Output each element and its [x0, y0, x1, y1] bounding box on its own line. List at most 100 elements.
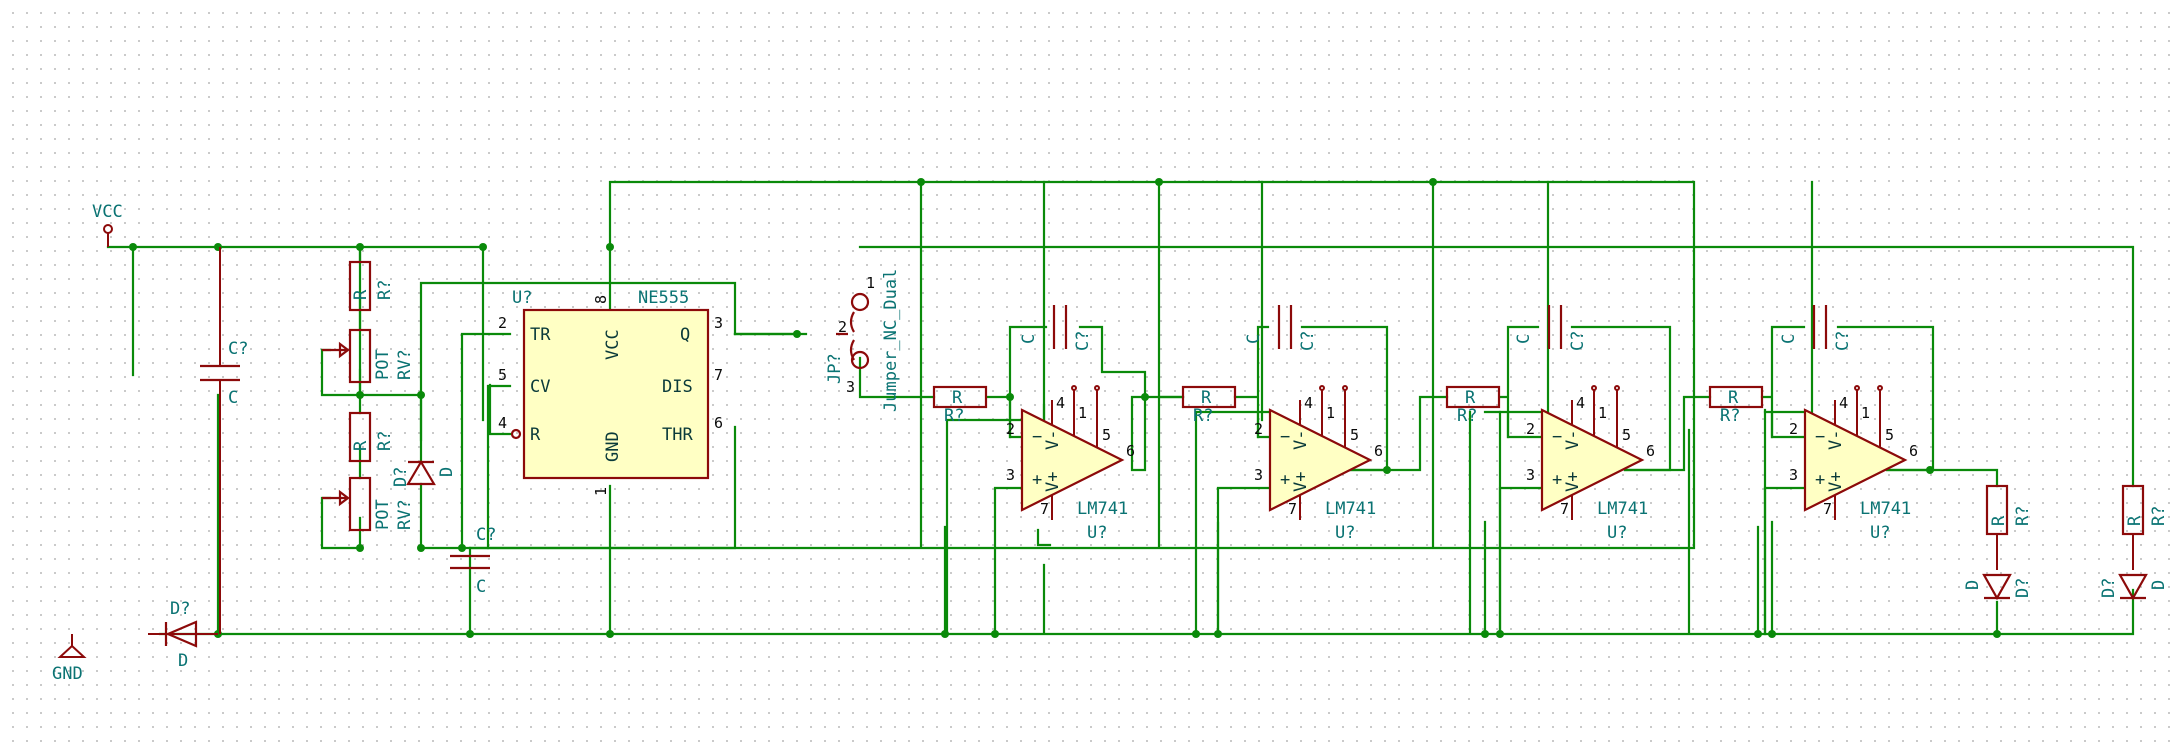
ne555-timer[interactable]: U? NE555 TR CV R Q DIS THR VCC GND 2 5 4…: [498, 288, 723, 496]
input-resistor[interactable]: RR?: [932, 385, 988, 426]
cap-ref: C?: [476, 525, 496, 545]
resistor-value: R: [1728, 388, 1739, 408]
gnd-label: GND: [52, 664, 83, 684]
svg-text:2: 2: [1526, 420, 1535, 438]
cap-value: C: [228, 388, 238, 408]
resistor-ref: R?: [1720, 406, 1740, 426]
resistor-value: R: [351, 289, 371, 300]
pin-tr: TR: [530, 325, 551, 345]
input-resistor[interactable]: RR?: [1181, 385, 1237, 426]
cap-value: C: [1514, 334, 1534, 344]
cap-ref: C?: [228, 339, 248, 359]
opamp-ref: U?: [1087, 523, 1107, 543]
opamp-value: LM741: [1077, 499, 1128, 519]
opamp-ref: U?: [1870, 523, 1890, 543]
svg-text:1: 1: [1078, 404, 1087, 422]
svg-text:2: 2: [838, 318, 847, 336]
resistor-r2[interactable]: R R?: [348, 411, 395, 463]
svg-text:7: 7: [714, 366, 723, 384]
svg-text:2: 2: [1789, 420, 1798, 438]
input-resistor[interactable]: RR?: [1445, 385, 1501, 426]
svg-text:2: 2: [1254, 420, 1263, 438]
pin-gnd: GND: [603, 431, 623, 462]
svg-text:R: R: [2125, 515, 2145, 526]
resistor-right[interactable]: R R?: [2121, 484, 2169, 570]
svg-text:6: 6: [1126, 442, 1135, 460]
pin-r: R: [530, 425, 541, 445]
diode-value: D: [1963, 580, 1983, 590]
vminus-label: V-: [1291, 430, 1311, 450]
svg-text:5: 5: [1885, 426, 1894, 444]
resistor-r1[interactable]: R R?: [348, 260, 395, 312]
input-resistor[interactable]: RR?: [1708, 385, 1764, 426]
diode-ref: D?: [2013, 578, 2033, 598]
svg-text:1: 1: [866, 274, 875, 292]
timer-ref: U?: [512, 288, 532, 308]
jumper-jp1[interactable]: 1 2 3 JP? Jumper_NC_Dual: [825, 269, 901, 412]
cap-value: C: [1019, 334, 1039, 344]
svg-text:5: 5: [498, 366, 507, 384]
capacitor-timing[interactable]: C? C: [450, 525, 496, 597]
potentiometer-rv2[interactable]: POT RV?: [322, 476, 415, 532]
resistor-value: R: [1465, 388, 1476, 408]
svg-text:3: 3: [1789, 466, 1798, 484]
opamp-ref: U?: [1607, 523, 1627, 543]
diode-gnd[interactable]: D? D: [148, 599, 218, 671]
diode-value: D: [437, 467, 457, 477]
noninverting-sign: +: [1815, 470, 1825, 490]
svg-text:4: 4: [1576, 394, 1585, 412]
resistor-ref: R?: [1193, 406, 1213, 426]
diode-right[interactable]: D? D: [2099, 573, 2169, 601]
cap-value: C: [1779, 334, 1799, 344]
svg-text:2: 2: [1006, 420, 1015, 438]
junctions: [129, 178, 2001, 638]
capacitor-supply[interactable]: C? C: [200, 247, 248, 634]
svg-text:4: 4: [1056, 394, 1065, 412]
vminus-label: V-: [1563, 430, 1583, 450]
pot-value: POT: [373, 499, 393, 530]
svg-text:D: D: [2149, 580, 2169, 590]
svg-text:7: 7: [1288, 500, 1297, 518]
svg-text:4: 4: [1839, 394, 1848, 412]
pin-cv: CV: [530, 377, 550, 397]
diode-ref: D?: [391, 467, 411, 487]
svg-text:5: 5: [1350, 426, 1359, 444]
gnd-symbol[interactable]: GND: [52, 634, 87, 684]
resistor-value: R: [1201, 388, 1212, 408]
resistor-value: R: [351, 440, 371, 451]
vminus-label: V-: [1043, 430, 1063, 450]
opamp-value: LM741: [1860, 499, 1911, 519]
vplus-label: V+: [1043, 472, 1063, 492]
inverting-sign: −: [1552, 427, 1562, 447]
svg-text:1: 1: [592, 487, 610, 496]
diode-pot[interactable]: D? D: [391, 459, 457, 487]
pin-dis: DIS: [662, 377, 693, 397]
svg-text:5: 5: [1622, 426, 1631, 444]
opamp-value: LM741: [1325, 499, 1376, 519]
pin-q: Q: [680, 325, 690, 345]
svg-text:D?: D?: [2099, 578, 2119, 598]
potentiometer-rv1[interactable]: POT RV?: [322, 328, 415, 384]
resistor-ref: R?: [944, 406, 964, 426]
vplus-label: V+: [1563, 472, 1583, 492]
svg-text:7: 7: [1560, 500, 1569, 518]
inverting-sign: −: [1032, 427, 1042, 447]
timer-value: NE555: [638, 288, 689, 308]
pot-value: POT: [373, 349, 393, 380]
resistor-ref: R?: [2013, 506, 2033, 526]
noninverting-sign: +: [1280, 470, 1290, 490]
vcc-symbol[interactable]: VCC: [92, 202, 123, 247]
